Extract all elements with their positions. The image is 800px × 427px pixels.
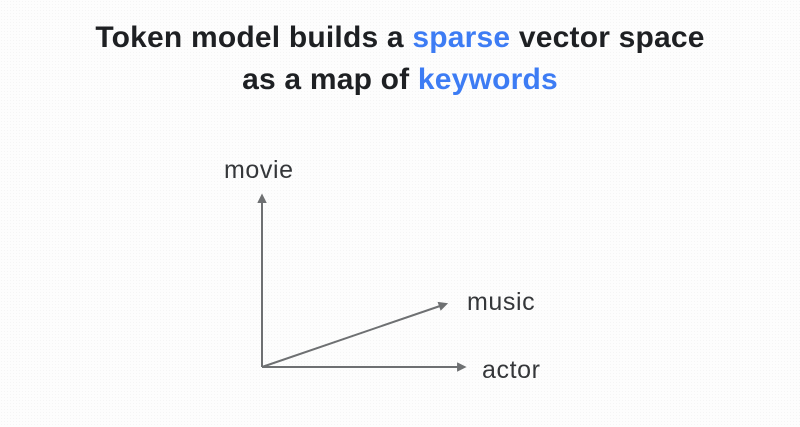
x-axis-label: actor [482,356,541,384]
title-line-2: as a map of keywords [0,59,800,101]
title-line-1: Token model builds a sparse vector space [0,17,800,59]
title-line2-pre: as a map of [242,63,410,96]
title-line1-post: vector space [518,21,705,54]
diagonal-vector-label: music [467,288,536,316]
title-highlight-keywords: keywords [417,63,558,96]
y-axis-label: movie [224,156,294,184]
title-line1-pre: Token model builds a [95,21,404,54]
diagonal-vector-arrow [261,301,449,368]
title-highlight-sparse: sparse [412,21,511,54]
page-title: Token model builds a sparse vector space… [0,17,800,101]
